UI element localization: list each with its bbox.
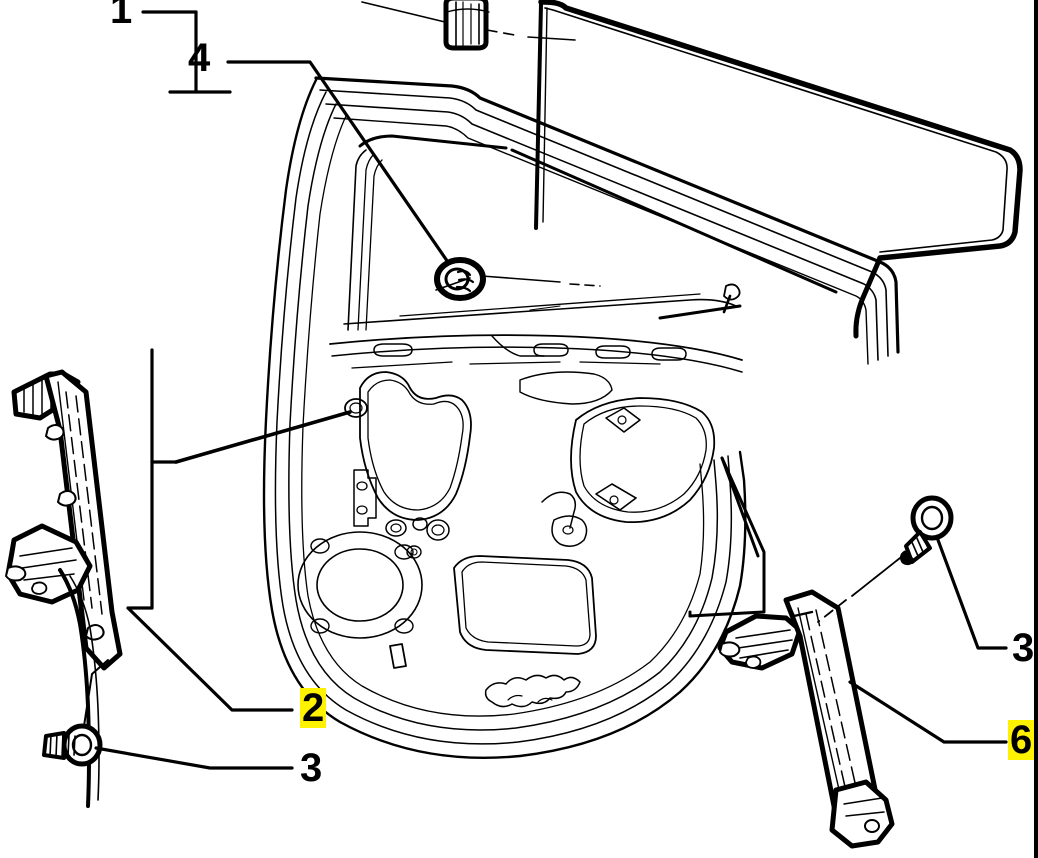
left-window-guide-rail	[5, 369, 123, 808]
leader-line-panel-to-right-rail	[688, 456, 766, 618]
right-edge-rule	[1034, 0, 1038, 858]
callout-4[interactable]: 4	[188, 36, 211, 80]
assembly-dash-right	[817, 557, 901, 623]
leader-line-4	[226, 60, 454, 270]
right-fixing-screw	[899, 495, 954, 566]
callout-6[interactable]: 6	[1008, 718, 1035, 762]
callout-1[interactable]: 1	[110, 0, 133, 32]
leader-line-3-left	[94, 746, 294, 770]
callout-3-right[interactable]: 3	[1012, 626, 1035, 670]
window-lower-seal	[343, 283, 742, 325]
leader-line-2	[126, 348, 294, 712]
door-inner-panel	[174, 78, 760, 760]
cylindrical-clip-bushing	[443, 0, 490, 51]
leader-line-6	[848, 680, 1008, 744]
leader-line-clip	[361, 1, 576, 41]
callout-2[interactable]: 2	[300, 686, 327, 730]
window-frame-channel	[314, 76, 900, 365]
screw-to-rail-connector	[83, 659, 109, 727]
left-fixing-screw	[42, 723, 103, 767]
window-glass-panel	[534, 0, 1023, 339]
callout-3-left[interactable]: 3	[300, 746, 323, 790]
right-window-guide-rail	[717, 589, 895, 849]
leader-line-3-right	[936, 538, 1008, 650]
leader-line-1	[141, 10, 232, 94]
door-panel-grommet-plug	[434, 257, 601, 301]
